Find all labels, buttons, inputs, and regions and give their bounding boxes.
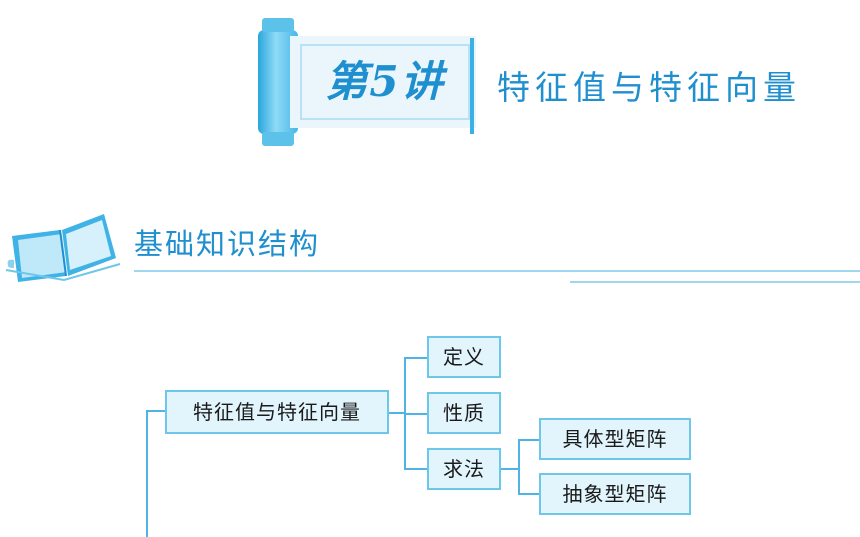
- tree-connector: [404, 468, 428, 470]
- section-underline: [134, 270, 860, 272]
- tree-node-properties: 性质: [427, 392, 501, 434]
- section-underline-accent: [570, 281, 860, 283]
- tree-root-node: 特征值与特征向量: [165, 390, 389, 434]
- scroll-paper-frame: [300, 44, 470, 120]
- scroll-roller-bottom-cap: [262, 132, 294, 146]
- tree-trunk-line: [146, 410, 148, 537]
- tree-connector: [518, 439, 540, 441]
- chapter-title: 特征值与特征向量: [497, 68, 801, 107]
- lecture-number: 第5讲: [325, 57, 445, 106]
- tree-connector: [404, 413, 428, 415]
- tree-node-methods: 求法: [427, 448, 501, 490]
- tree-node-abstract-matrix: 抽象型矩阵: [539, 473, 691, 515]
- tree-connector: [388, 412, 404, 414]
- header-divider: [470, 38, 474, 134]
- tree-connector: [404, 357, 428, 359]
- scroll-roller-top-cap: [262, 18, 294, 32]
- tree-connector: [146, 410, 166, 412]
- open-book-icon: [5, 214, 121, 282]
- tree-connector: [518, 439, 520, 494]
- tree-node-concrete-matrix: 具体型矩阵: [539, 418, 691, 460]
- tree-connector: [500, 468, 518, 470]
- tree-connector: [518, 493, 540, 495]
- section-title: 基础知识结构: [134, 227, 321, 261]
- tree-node-definition: 定义: [427, 336, 501, 378]
